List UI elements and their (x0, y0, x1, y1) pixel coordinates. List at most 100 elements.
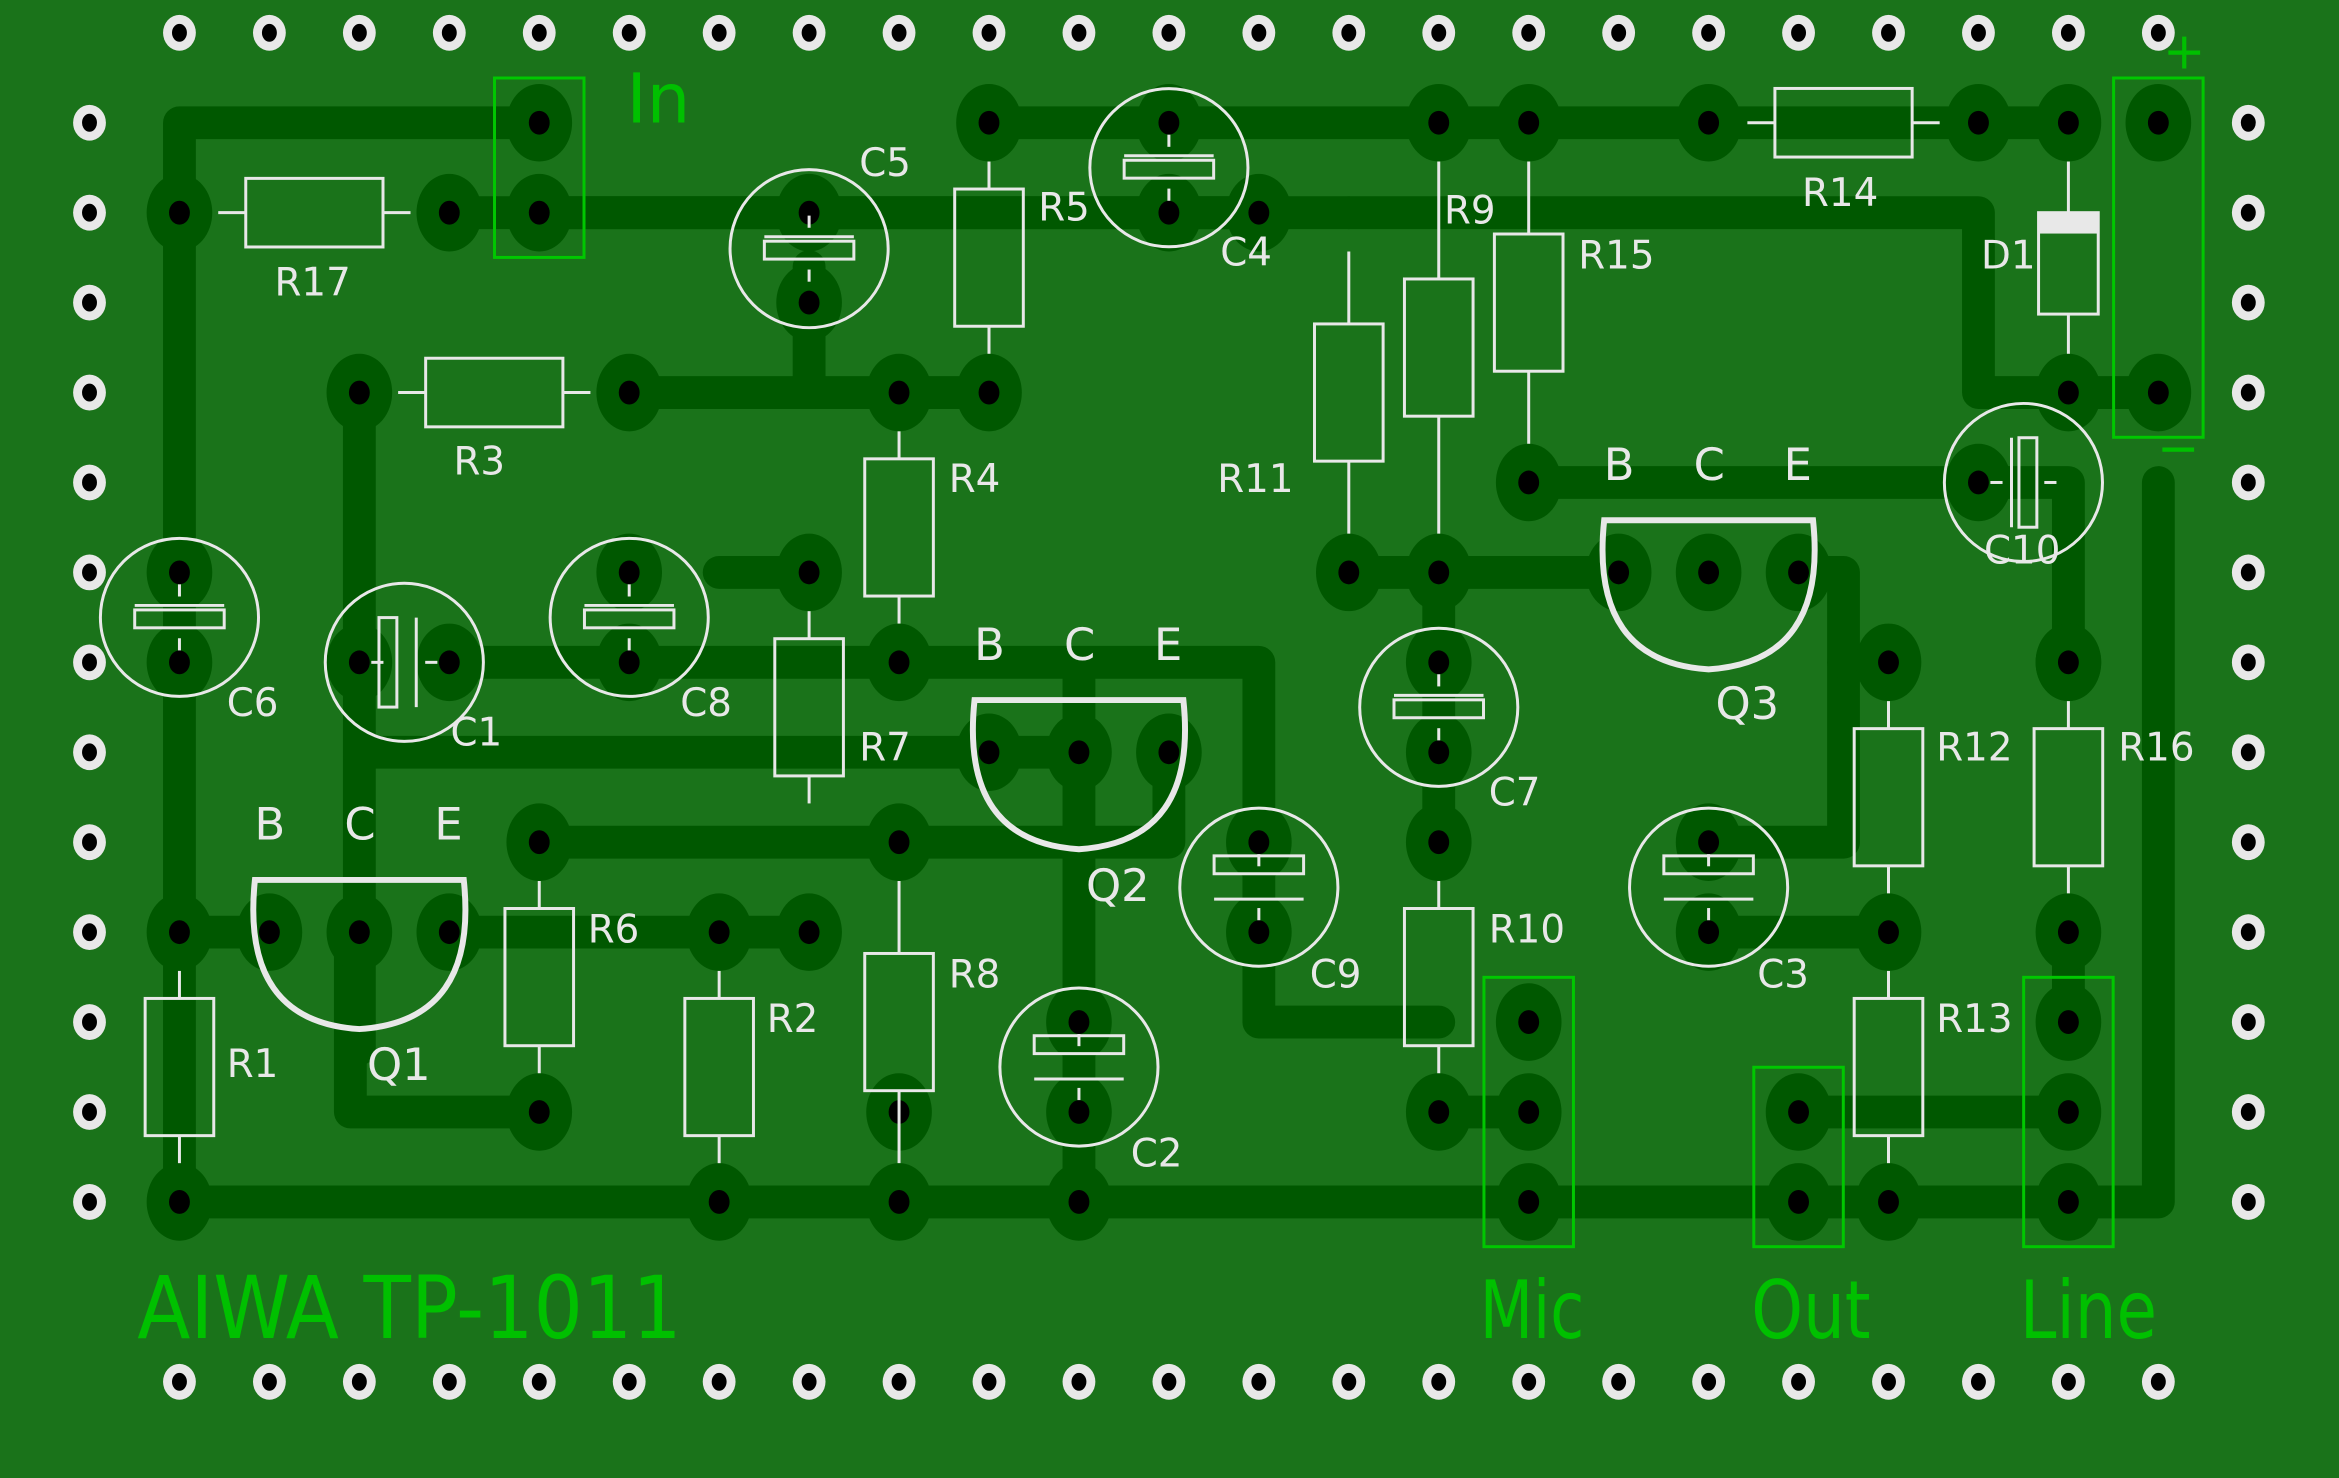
mounting-hole-drill (82, 743, 97, 762)
capacitor-outline (728, 168, 890, 330)
mounting-hole-drill (1341, 23, 1357, 42)
mounting-hole-drill (2240, 833, 2256, 852)
drill-hole (1698, 560, 1720, 585)
mounting-hole-drill (441, 23, 457, 42)
resistor-label: R4 (949, 457, 1001, 502)
capacitor-outline (98, 536, 261, 698)
resistor-body (503, 907, 576, 1048)
drill-hole (798, 200, 820, 225)
mounting-hole-drill (1970, 23, 1986, 42)
drill-hole (2057, 1010, 2079, 1035)
mounting-hole-drill (1701, 1372, 1717, 1391)
resistor-label: R12 (1936, 726, 2012, 771)
mounting-hole-drill (1341, 1372, 1357, 1391)
mounting-hole-drill (1251, 23, 1267, 42)
resistor-label: R3 (453, 439, 505, 484)
mounting-hole-drill (82, 653, 97, 672)
mounting-hole-drill (82, 113, 97, 132)
drill-hole (1878, 1190, 1899, 1214)
drill-hole (1428, 110, 1450, 135)
mounting-hole-drill (1611, 23, 1627, 42)
mounting-hole-drill (82, 833, 97, 852)
capacitor-plate-polarized (133, 608, 226, 630)
mounting-hole-drill (891, 1372, 907, 1391)
mounting-hole-drill (1431, 1372, 1447, 1391)
capacitor-label: C10 (1984, 529, 2060, 574)
capacitor-plate-polarized (2017, 436, 2039, 529)
mounting-hole-drill (2060, 23, 2076, 42)
resistor-label: R10 (1489, 908, 1565, 953)
resistor-body (683, 996, 755, 1138)
capacitor-outline (1178, 806, 1340, 968)
drill-hole (1968, 110, 1989, 135)
capacitor-label: C4 (1220, 230, 1272, 275)
mounting-hole-drill (82, 383, 97, 402)
copper-trace (1512, 466, 2085, 679)
drill-hole (1428, 650, 1450, 675)
mounting-hole-drill (981, 23, 997, 42)
copper-trace (163, 106, 556, 1219)
drill-hole (1248, 200, 1270, 225)
mounting-hole-drill (1791, 1372, 1807, 1391)
resistor-label: R6 (588, 908, 640, 953)
board-title: AIWA TP-1011 (137, 1259, 681, 1359)
capacitor-plate-polarized (582, 608, 676, 630)
mounting-holes (73, 14, 2265, 1400)
resistor-label: R17 (274, 260, 350, 305)
drill-hole (2147, 380, 2169, 405)
mounting-hole-drill (1521, 1372, 1537, 1391)
drill-hole (1518, 1010, 1540, 1035)
drill-hole (1518, 470, 1540, 495)
capacitor-plate-polarized (1392, 698, 1485, 720)
mounting-hole-drill (1071, 23, 1087, 42)
mounting-hole-drill (1431, 23, 1447, 42)
mounting-hole-drill (1791, 23, 1807, 42)
drill-hole (618, 380, 640, 405)
mounting-hole-drill (2240, 113, 2256, 132)
capacitor-label: C7 (1489, 770, 1541, 815)
connector-in-outline (493, 76, 586, 259)
resistor-body (953, 187, 1025, 328)
mounting-hole-drill (261, 1372, 277, 1391)
drill-hole (169, 200, 190, 225)
resistor-label: R5 (1038, 186, 1090, 231)
drill-hole (1608, 560, 1630, 585)
capacitor-plate-polarized (762, 239, 856, 261)
capacitor-outline (323, 581, 485, 743)
drill-hole (978, 110, 1000, 135)
connector-power-outline (2112, 76, 2205, 439)
resistor-label: R9 (1444, 189, 1496, 234)
capacitor-outline (1628, 806, 1790, 968)
drill-hole (1428, 1100, 1450, 1124)
drill-hole (1968, 470, 1989, 495)
diode-label: D1 (1981, 233, 2036, 278)
pin-label-b: B (254, 798, 285, 851)
drill-hole (798, 560, 820, 585)
drill-hole (1158, 740, 1180, 765)
mounting-hole-drill (82, 293, 97, 312)
resistor-label: R7 (859, 726, 911, 771)
drill-hole (2057, 110, 2079, 135)
drill-hole (169, 560, 190, 585)
resistor-body (424, 356, 565, 429)
drill-hole (798, 290, 820, 315)
resistor-label: R13 (1936, 997, 2012, 1042)
drill-hole (2147, 110, 2169, 135)
resistor-body (1852, 996, 1925, 1138)
drill-hole (1698, 920, 1720, 945)
transistor-label: Q3 (1715, 677, 1779, 730)
capacitor-label: C1 (450, 711, 502, 756)
drill-hole (1158, 200, 1180, 225)
drill-hole (888, 650, 910, 675)
resistor-label: R15 (1578, 233, 1654, 278)
drill-hole (438, 200, 460, 225)
mounting-hole-drill (621, 23, 637, 42)
capacitor-label: C5 (859, 141, 911, 186)
mounting-hole-drill (1611, 1372, 1627, 1391)
pin-label-b: B (1604, 438, 1635, 491)
pin-label-c: C (344, 798, 375, 851)
mounting-hole-drill (2240, 1103, 2256, 1121)
drill-hole (1428, 560, 1450, 585)
mounting-hole-drill (351, 23, 367, 42)
